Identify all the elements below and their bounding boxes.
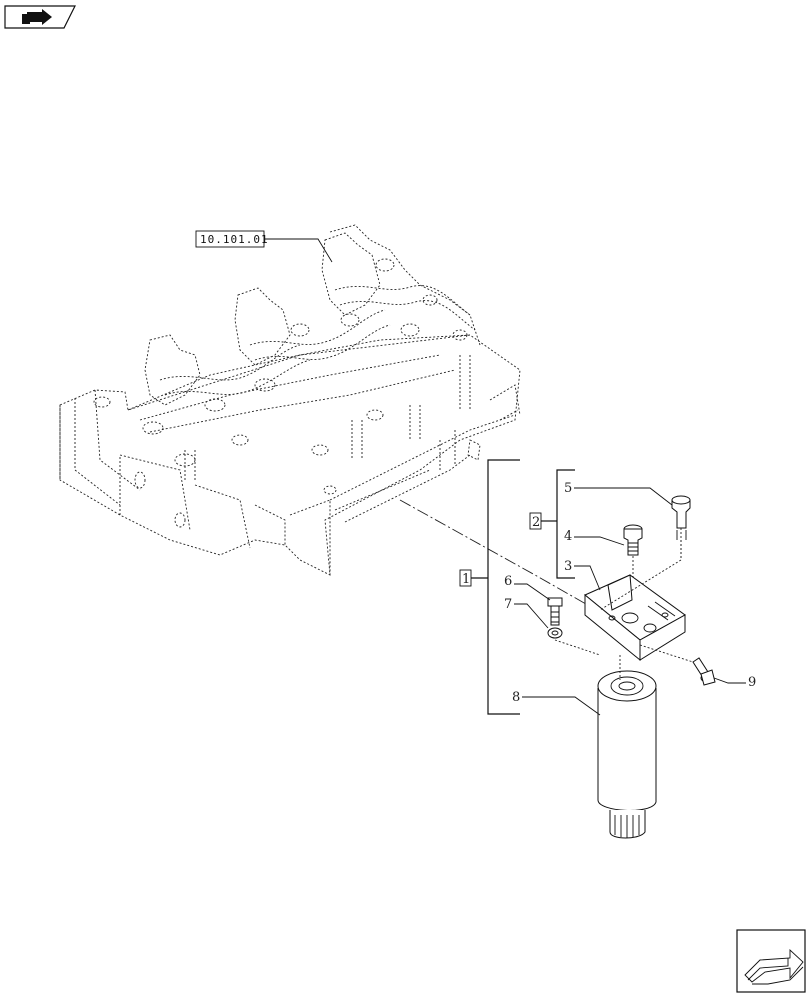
catalog-nav-icon[interactable]	[4, 5, 76, 29]
callout-8[interactable]: 8	[512, 690, 520, 705]
group-bracket-2	[541, 469, 575, 579]
assembly-centerline	[399, 499, 601, 613]
leader-8	[522, 696, 601, 716]
svg-text:1: 1	[462, 572, 470, 587]
part-7-axis	[554, 639, 601, 656]
part-6-bolt	[547, 597, 563, 626]
part-3-filter-head	[584, 574, 686, 662]
reference-label: 10.101.01	[200, 233, 269, 246]
callout-9[interactable]: 9	[748, 675, 756, 690]
part-4-threaded-fitting	[623, 524, 643, 556]
engine-cylinder-head-outline	[59, 224, 521, 576]
callout-5[interactable]: 5	[564, 481, 572, 496]
part-8-filter-cartridge	[597, 670, 657, 839]
callout-3[interactable]: 3	[564, 559, 572, 574]
callout-4[interactable]: 4	[564, 529, 572, 544]
part-5-fitting	[671, 495, 691, 540]
part-9-axis	[639, 644, 694, 663]
callout-2[interactable]: 2	[529, 512, 542, 530]
part-9-bolt	[692, 657, 716, 686]
reference-callout[interactable]: 10.101.01	[195, 230, 333, 263]
leader-3	[574, 565, 601, 591]
svg-text:2: 2	[532, 515, 540, 530]
leader-7	[514, 603, 549, 629]
leader-6	[514, 583, 551, 601]
part-7-washer	[547, 627, 563, 639]
callout-7[interactable]: 7	[504, 597, 512, 612]
leader-9	[713, 677, 746, 684]
callout-1[interactable]: 1	[459, 569, 472, 587]
leader-5	[574, 487, 673, 506]
group-bracket-1	[471, 459, 520, 715]
part-3-axis	[599, 540, 682, 611]
callout-6[interactable]: 6	[504, 574, 512, 589]
next-page-arrow-icon[interactable]	[736, 929, 806, 993]
leader-4	[574, 536, 625, 546]
